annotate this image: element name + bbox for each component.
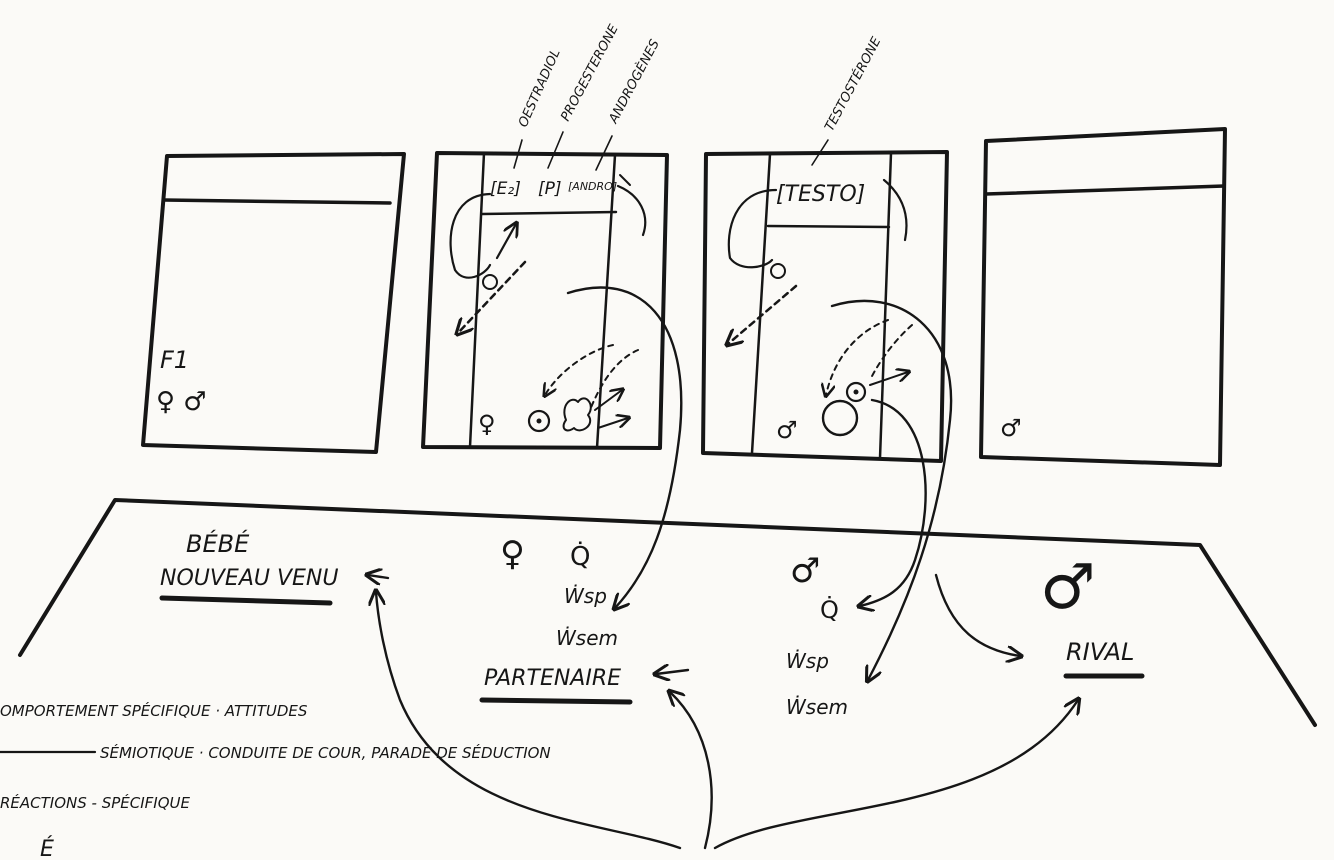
female-to-stage-arrow <box>566 286 683 608</box>
bottom-arrow-to-rival <box>713 700 1078 850</box>
output-arrow-2 <box>597 418 628 429</box>
output-arrow-1 <box>594 390 622 411</box>
male-gonad-large <box>821 399 859 437</box>
male-neuron-body-upper <box>770 263 786 279</box>
panel-male-hormones: [TESTO] TESTOSTÉRONE ♂ <box>701 34 953 680</box>
testosterone-leader <box>811 139 829 166</box>
bebe-subtitle: NOUVEAU VENU <box>160 566 338 591</box>
panel-f1: F1 ♀ ♂ <box>141 152 406 454</box>
right-tick <box>619 174 631 186</box>
partenaire-underline <box>479 697 633 705</box>
panel-male-sex: ♂ <box>776 416 798 444</box>
panel-female-frame <box>421 151 669 450</box>
neuron-body-upper <box>482 274 498 290</box>
testosterone-box: [TESTO] <box>776 182 865 207</box>
estradiol-label: OESTRADIOL <box>516 47 564 130</box>
male-group-wsem: Ẇsem <box>786 695 848 719</box>
rival-sex-symbol: ♂ <box>1040 550 1096 623</box>
female-group-sex: ♀ <box>500 534 525 574</box>
panel-rival: ♂ <box>979 127 1227 467</box>
male-gonad-dot <box>853 389 859 395</box>
panel-rival-divider <box>984 184 1226 196</box>
gonad-dot <box>536 418 542 424</box>
neuron-chain-lower-1 <box>545 344 614 395</box>
female-group-q: Q̇ <box>570 540 590 572</box>
androgens-label: ANDROGÈNES <box>605 37 663 127</box>
female-group-wsem: Ẇsem <box>556 626 618 650</box>
progesterone-box: [P] <box>538 179 562 199</box>
male-group-wsp: Ẇsp <box>786 649 829 673</box>
male-gonad-small <box>845 381 867 403</box>
left-feedback-loop <box>449 192 492 279</box>
male-neuron-chain-upper <box>728 284 798 344</box>
panel-male-right-line <box>878 151 893 460</box>
male-output-arrow <box>869 372 908 386</box>
panel-rival-frame <box>979 127 1227 467</box>
panel-f1-divider <box>162 198 392 205</box>
bottom-arrows <box>376 592 1078 850</box>
estradiol-leader <box>513 139 523 169</box>
male-neuron-chain-lower-1 <box>826 319 889 395</box>
female-group-wsp: Ẇsp <box>564 584 607 608</box>
estradiol-box: [E₂] <box>490 179 521 199</box>
panel-male-box-divider <box>766 224 891 229</box>
male-neuron-chain-lower-2 <box>869 324 913 381</box>
panel-female-left-line <box>468 151 486 449</box>
bebe-arrow <box>368 575 390 578</box>
note-comportement: OMPORTEMENT SPÉCIFIQUE · ATTITUDES <box>0 701 308 720</box>
panel-male-left-line <box>750 152 772 455</box>
bebe-underline <box>159 595 333 606</box>
stage-outline <box>18 498 1317 727</box>
bottom-arrow-to-bebe <box>376 592 682 850</box>
panel-rival-sex: ♂ <box>1000 414 1022 442</box>
partenaire-label: PARTENAIRE <box>484 666 621 691</box>
upward-arrow <box>495 224 516 260</box>
stage-area: BÉBÉ NOUVEAU VENU ♀ Q̇ Ẇsp Ẇsem PARTENAI… <box>18 498 1317 727</box>
male-to-rival-arrow <box>934 573 1020 656</box>
rival-label: RIVAL <box>1066 638 1134 666</box>
panel-f1-frame <box>141 152 406 454</box>
right-feedback-arrow <box>616 184 647 237</box>
partenaire-arrow <box>656 670 690 674</box>
note-reactions: RÉACTIONS - SPÉCIFIQUE <box>0 793 190 812</box>
panel-f1-label: F1 <box>160 346 189 374</box>
male-group-sex: ♂ <box>790 551 820 591</box>
ovary-cluster <box>562 397 592 432</box>
androgen-leader <box>595 135 613 171</box>
panel-female-box-divider <box>480 210 618 216</box>
note-fragment: É <box>40 836 54 856</box>
panel-female-sex: ♀ <box>478 410 496 438</box>
bebe-title: BÉBÉ <box>186 529 250 558</box>
male-group-q: Q̇ <box>820 596 839 624</box>
panel-male-frame <box>701 150 949 463</box>
panel-female-right-line <box>595 153 617 450</box>
male-to-stage-arrow <box>830 299 953 680</box>
bottom-arrow-to-partenaire <box>670 692 713 850</box>
neuron-chain-lower-2 <box>589 349 639 411</box>
neuron-chain-upper <box>458 260 527 333</box>
male-right-feedback-arrow <box>882 178 908 242</box>
note-semiotique: SÉMIOTIQUE · CONDUITE DE COUR, PARADE DE… <box>100 743 551 762</box>
male-left-feedback-loop <box>727 188 778 269</box>
gonad-circle <box>527 409 551 433</box>
progesterone-leader <box>547 131 564 169</box>
testosterone-label: TESTOSTÉRONE <box>821 34 884 134</box>
bottom-notes: OMPORTEMENT SPÉCIFIQUE · ATTITUDES SÉMIO… <box>0 701 551 860</box>
panel-f1-sex-symbols: ♀ ♂ <box>156 387 207 417</box>
androgen-box: [ANDRO] <box>568 180 617 193</box>
